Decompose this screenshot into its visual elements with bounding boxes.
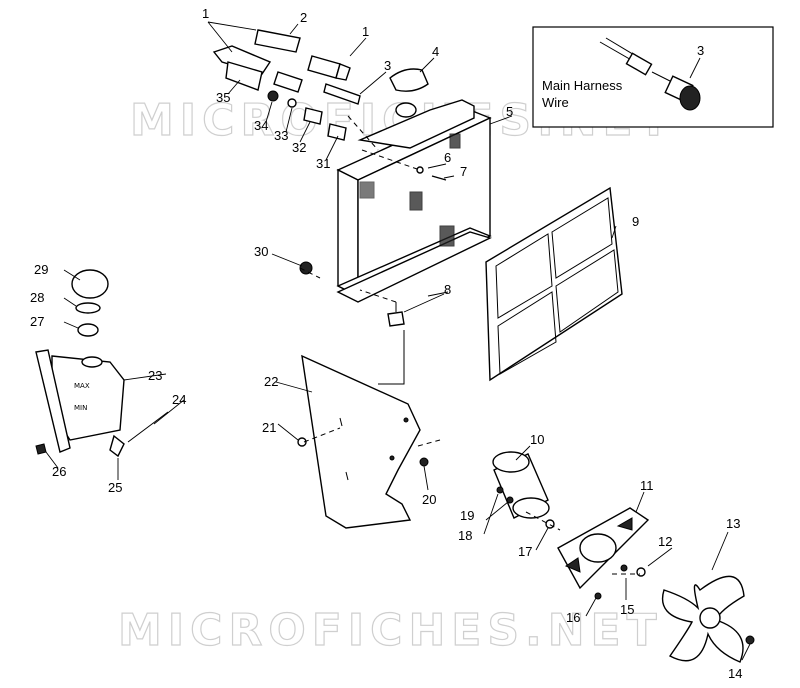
callout-6: 6 <box>444 150 451 165</box>
harness-inset: Main Harness Wire 3 <box>532 26 774 128</box>
screw-7 <box>431 175 447 181</box>
callout-31: 31 <box>316 156 330 171</box>
washer-33 <box>287 98 297 108</box>
inset-frame <box>532 26 774 128</box>
callout-4: 4 <box>432 44 439 59</box>
watermark-bottom: MICROFICHES.NET <box>118 605 663 656</box>
leader-lines <box>45 21 751 661</box>
nut-34 <box>267 90 279 102</box>
bottle-cap <box>71 269 109 299</box>
motor-mount-plate <box>557 507 650 590</box>
fan-nut <box>745 635 755 645</box>
guide-lines <box>299 115 640 575</box>
callout-13: 13 <box>726 516 740 531</box>
drain-fitting <box>387 302 405 327</box>
seal-27 <box>77 323 99 337</box>
callout-1b: 1 <box>362 24 369 39</box>
callout-26: 26 <box>52 464 66 479</box>
callout-18: 18 <box>458 528 472 543</box>
temperature-switch-icon <box>664 75 701 111</box>
callout-29: 29 <box>34 262 48 277</box>
connector-lines <box>378 291 449 385</box>
callout-33: 33 <box>274 128 288 143</box>
fan-motor <box>492 451 550 519</box>
callout-5: 5 <box>506 104 513 119</box>
callout-8: 8 <box>444 282 451 297</box>
callout-19: 19 <box>460 508 474 523</box>
radiator-cap <box>389 68 429 92</box>
clamp-30 <box>299 261 313 275</box>
washer-12 <box>636 567 646 577</box>
callout-27: 27 <box>30 314 44 329</box>
fan-blade <box>661 575 745 663</box>
callout-3: 3 <box>384 58 391 73</box>
callout-25: 25 <box>108 480 122 495</box>
screw-16 <box>594 592 602 600</box>
radiator <box>336 99 492 303</box>
gasket-28 <box>75 302 101 314</box>
screw-15 <box>620 564 628 572</box>
callout-32: 32 <box>292 140 306 155</box>
callout-35: 35 <box>216 90 230 105</box>
callout-20: 20 <box>422 492 436 507</box>
callout-numbers: 1 2 1 3 4 5 6 7 8 9 10 11 12 13 14 15 16… <box>30 6 742 681</box>
callout-10: 10 <box>530 432 544 447</box>
callout-1a: 1 <box>202 6 209 21</box>
inset-label-line2: Wire <box>542 95 569 110</box>
bolt-20 <box>419 457 429 467</box>
callout-9: 9 <box>632 214 639 229</box>
inset-callout: 3 <box>697 43 704 58</box>
callout-16: 16 <box>566 610 580 625</box>
washer-6 <box>416 166 424 174</box>
callout-2: 2 <box>300 10 307 25</box>
harness-connector <box>625 52 653 76</box>
callout-24: 24 <box>172 392 186 407</box>
tank-min: MIN <box>74 404 87 412</box>
upper-hose <box>212 29 301 91</box>
callout-30: 30 <box>254 244 268 259</box>
callout-14: 14 <box>728 666 742 681</box>
inset-label-line1: Main Harness <box>542 78 623 93</box>
callout-17: 17 <box>518 544 532 559</box>
recovery-bottle: MAX MIN <box>35 269 169 458</box>
callout-7: 7 <box>460 164 467 179</box>
callout-22: 22 <box>264 374 278 389</box>
callout-34: 34 <box>254 118 268 133</box>
callout-12: 12 <box>658 534 672 549</box>
callout-11: 11 <box>640 478 654 493</box>
callout-21: 21 <box>262 420 276 435</box>
radiator-screen <box>485 186 623 382</box>
fan-shroud <box>301 354 421 529</box>
tank-max: MAX <box>74 382 90 390</box>
callout-23: 23 <box>148 368 162 383</box>
callout-28: 28 <box>30 290 44 305</box>
grommet-21 <box>297 437 307 447</box>
callout-15: 15 <box>620 602 634 617</box>
bushing-17 <box>545 519 555 529</box>
hose-fittings <box>267 55 361 141</box>
